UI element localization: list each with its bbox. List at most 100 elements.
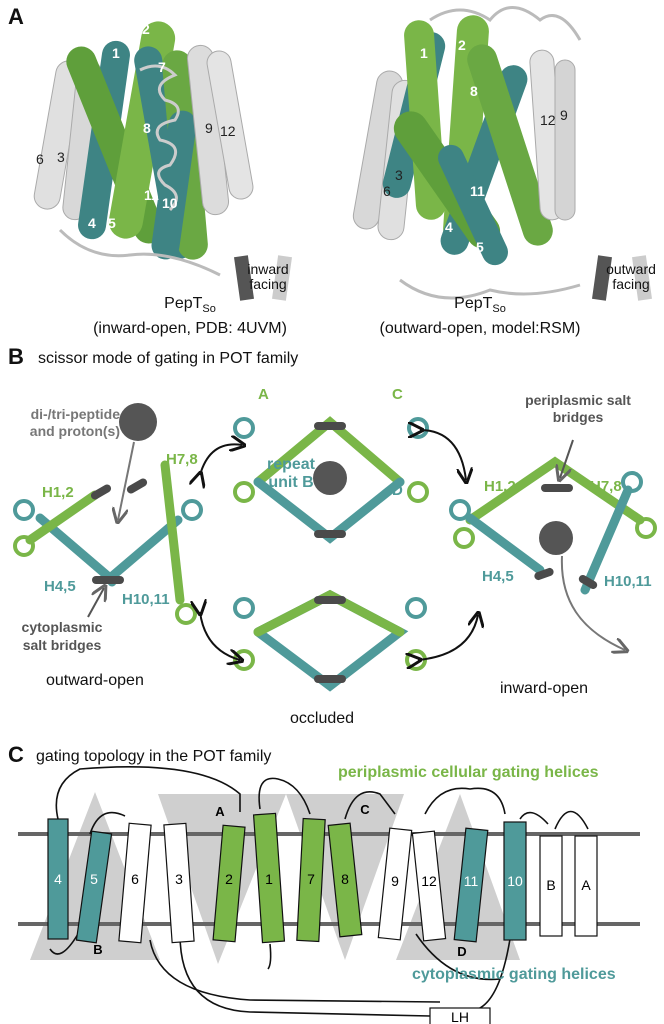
helix-7 [296,817,326,943]
left-label-12: 12 [220,123,236,139]
helix-b [539,835,563,937]
left-structure-helices [33,21,254,277]
inward-h45-label: H4,5 [482,568,514,585]
inward-facing-icon [234,255,292,301]
outward-h78-label: H7,8 [166,451,198,468]
right-label-9: 9 [560,107,568,123]
helix-10 [503,821,527,941]
helix-9 [377,827,413,941]
outward-facing-icon [592,255,652,301]
inward-open-scissor [449,439,657,650]
helix-label-7: 7 [307,871,315,887]
left-label-8: 8 [143,120,151,136]
top-label-a: A [258,386,269,403]
inward-h78-label: H7,8 [590,478,622,495]
helix-label-10: 10 [507,873,523,889]
inward-h1011-label: H10,11 [604,573,652,590]
helix-12 [411,830,447,942]
region-d-label: D [457,944,466,959]
occluded-state: occluded [290,710,355,727]
outward-h1011-label: H10,11 [122,591,170,608]
left-label-3: 3 [57,149,65,165]
lh-box [429,1007,491,1024]
right-structure-helices [352,6,582,300]
right-label-8: 8 [470,83,478,99]
right-label-1: 1 [420,45,428,61]
region-b-label: B [93,942,102,957]
right-label-3: 3 [395,167,403,183]
right-label-11: 11 [470,183,485,199]
right-label-5: 5 [476,239,484,255]
helix-labels: 4 5 6 3 2 1 7 8 9 12 11 10 B A LH [54,871,591,1024]
helix-label-4: 4 [54,871,62,887]
right-label-4: 4 [445,219,453,235]
panel-c-title: gating topology in the POT family [36,748,272,765]
helix-a [574,835,598,937]
left-structure-caption: PepTSo (inward-open, PDB: 4UVM) [93,295,287,338]
right-label-2: 2 [458,37,466,53]
helix-11 [453,827,489,943]
outward-h45-label: H4,5 [44,578,76,595]
helix-label-8: 8 [341,871,349,887]
scissor-diagram [13,403,657,692]
outward-h12-label: H1,2 [42,484,74,501]
outward-open-state: outward-open [46,672,144,689]
right-label-7: 7 [497,45,505,61]
lh-label: LH [451,1009,469,1024]
occluded-scissor [233,589,427,692]
region-c-label: C [360,802,370,817]
topology-diagram: 4 5 6 3 2 1 7 8 9 12 11 10 B A LH A B C … [18,765,640,1024]
right-label-10: 10 [490,193,506,209]
helix-label-2: 2 [225,871,233,887]
helix-5 [75,830,113,944]
helix-label-1: 1 [265,871,273,887]
helix-label-3: 3 [175,871,183,887]
helix-1 [252,812,286,944]
region-a-label: A [215,804,225,819]
helix-label-9: 9 [391,873,399,889]
panel-a-letter: A [8,4,24,29]
inward-h12-label: H1,2 [484,478,516,495]
helix-group [47,812,598,1024]
panel-a-left-structure: 1 2 7 8 4 5 11 10 9 12 6 3 1 2 7 8 [33,6,652,301]
left-label-10: 10 [162,195,178,211]
top-scissor [233,416,429,544]
left-label-9: 9 [205,120,213,136]
right-structure-caption: PepTSo (outward-open, model:RSM) [379,295,581,338]
transition-arrows [200,430,478,660]
right-label-12: 12 [540,112,556,128]
cytoplasmic-gating-label: cytoplasmic gating helices [412,966,616,983]
periplasmic-gating-label: periplasmic cellular gating helices [338,764,599,781]
left-label-11: 11 [144,187,159,203]
helix-6 [118,822,152,944]
helix-label-a: A [581,877,591,893]
region-labels: A B C D [93,802,466,959]
inward-open-state: inward-open [500,680,589,697]
helix-label-b: B [546,877,555,893]
panel-b-letter: B [8,344,24,369]
helix-label-6: 6 [131,871,139,887]
helix-label-5: 5 [90,871,98,887]
left-label-6: 6 [36,151,44,167]
left-label-5: 5 [108,215,116,231]
top-label-c: C [392,386,403,403]
panel-c-letter: C [8,742,24,767]
outward-open-scissor [13,403,203,625]
left-label-2: 2 [142,21,150,37]
panel-b-title: scissor mode of gating in POT family [38,350,299,367]
helix-label-11: 11 [464,873,479,889]
left-label-7: 7 [158,59,166,75]
left-label-4: 4 [88,215,96,231]
helix-label-12: 12 [421,873,437,889]
top-label-d: D [392,482,403,499]
helix-8 [327,822,363,938]
helix-2 [212,824,246,943]
helix-3 [163,822,195,944]
left-label-1: 1 [112,45,120,61]
